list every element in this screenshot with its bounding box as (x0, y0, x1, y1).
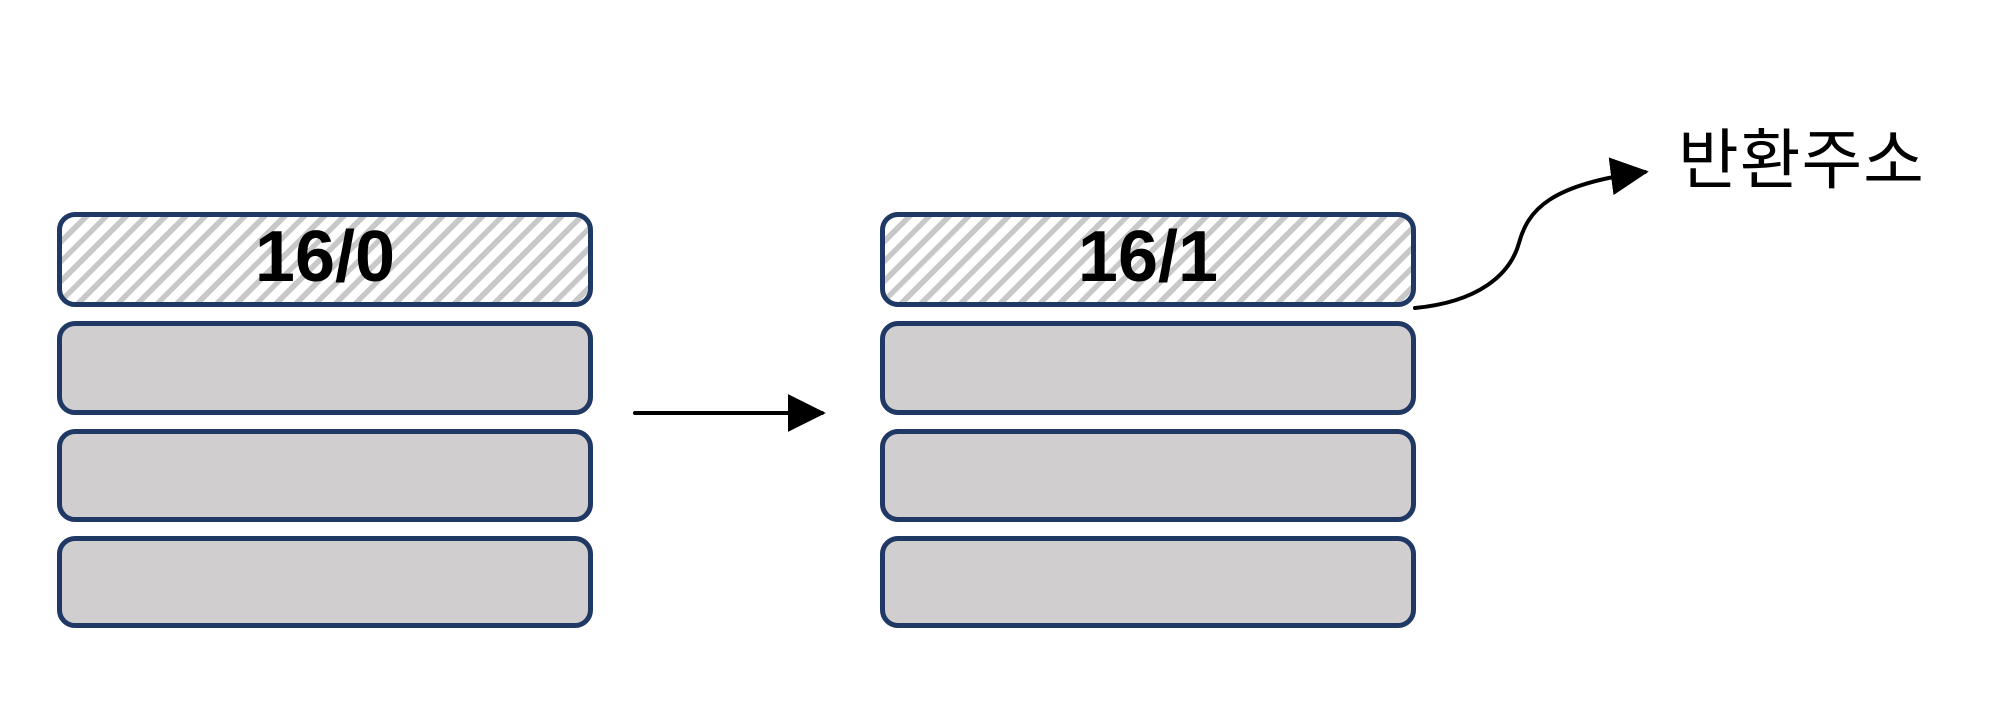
right-stack-empty-cell-1 (880, 321, 1416, 415)
right-stack-empty-cell-3 (880, 536, 1416, 628)
left-stack-hatched-cell: 16/0 (57, 212, 593, 307)
left-stack-empty-cell-1 (57, 321, 593, 415)
right-stack-top-label: 16/1 (1077, 216, 1219, 297)
right-stack-empty-cell-2 (880, 429, 1416, 522)
right-stack: 16/1 (880, 212, 1416, 628)
left-stack-empty-cell-2 (57, 429, 593, 522)
return-address-arrow (1413, 157, 1649, 310)
left-stack: 16/0 (57, 212, 593, 628)
return-address-label: 반환주소 (1678, 123, 1925, 197)
left-stack-top-label: 16/0 (254, 216, 396, 297)
left-stack-empty-cell-3 (57, 536, 593, 628)
right-stack-hatched-cell: 16/1 (880, 212, 1416, 307)
